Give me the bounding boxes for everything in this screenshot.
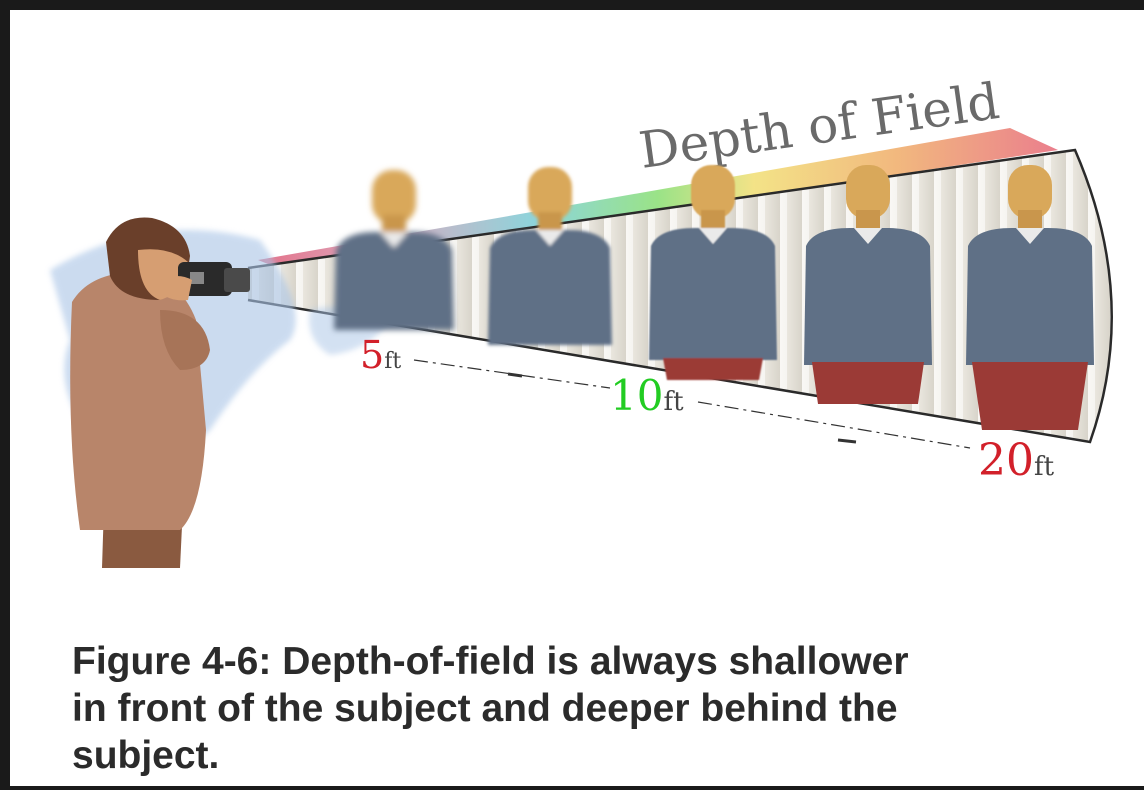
photographer: [70, 217, 250, 568]
caption-line-3: subject.: [72, 734, 220, 777]
view-cone-outline: [247, 148, 1113, 444]
subject-5ft: [334, 170, 454, 330]
depth-band: [258, 128, 1058, 268]
subject-20ft: [966, 165, 1094, 430]
distance-label-5ft: 5ft: [360, 333, 401, 377]
distance-label-10ft: 10ft: [610, 371, 684, 420]
caption-line-2: in front of the subject and deeper behin…: [72, 687, 898, 730]
depth-of-field-diagram: Depth of Field: [50, 72, 1113, 568]
distance-tick-1: [507, 372, 523, 378]
distance-tick-2: [837, 438, 857, 444]
distance-label-20ft: 20ft: [978, 435, 1055, 486]
caption-line-1: Figure 4-6: Depth-of-field is always sha…: [72, 640, 909, 683]
subject-15ft: [804, 165, 932, 404]
figure-caption: Figure 4-6: Depth-of-field is always sha…: [72, 638, 1032, 779]
subject-7ft: [488, 167, 612, 345]
subject-10ft: [649, 165, 777, 380]
distance-line: [413, 359, 971, 449]
